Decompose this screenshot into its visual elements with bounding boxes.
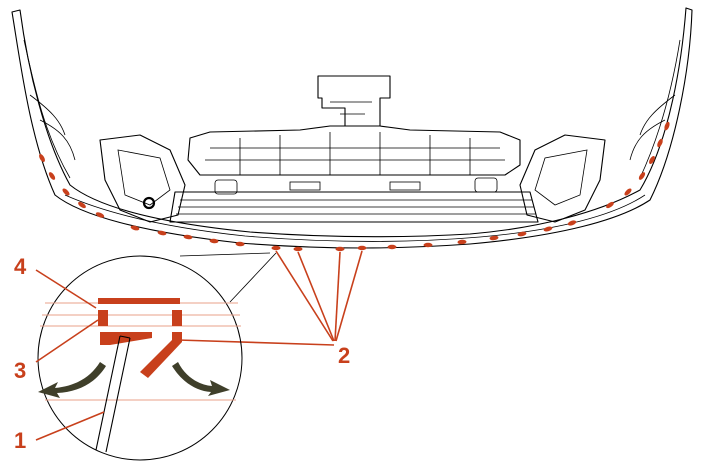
clip-marker [95, 212, 105, 218]
clip-marker [387, 244, 397, 250]
leader-lines [35, 269, 105, 441]
bumper-cover [11, 7, 693, 249]
clip-right-leg [172, 310, 182, 326]
mount-hole [142, 196, 156, 210]
clip-marker [517, 231, 527, 237]
clip-marker [48, 172, 56, 180]
clip-marker [357, 245, 367, 251]
clip-marker [657, 138, 663, 148]
clip-marker [624, 188, 632, 196]
clip-markers [39, 121, 670, 252]
clip-marker [649, 155, 655, 165]
clip-left-leg [98, 310, 108, 326]
callout-3: 3 [14, 358, 26, 383]
clip-left-hook [100, 332, 152, 345]
clip-marker [638, 172, 646, 180]
clip-marker [335, 246, 345, 252]
clip-right-hook [140, 332, 182, 378]
callout-4: 4 [14, 254, 27, 279]
clip-marker [62, 188, 70, 196]
callout-2: 2 [338, 343, 350, 368]
clip-marker [183, 234, 193, 240]
release-arrow-right [172, 362, 230, 396]
clip-marker [209, 238, 219, 244]
clip-top-bar [98, 298, 180, 304]
clip-marker [489, 235, 499, 241]
clip-marker [130, 225, 140, 231]
clip-marker [423, 242, 433, 248]
clip-marker [457, 239, 467, 245]
clip-marker [271, 245, 281, 251]
clip-marker [606, 201, 614, 209]
clip-marker [293, 246, 303, 252]
clip-marker [78, 201, 86, 209]
magnified-detail [37, 252, 277, 461]
clip-marker [157, 230, 167, 236]
magnifier-circle [37, 255, 243, 461]
clip-marker [664, 121, 670, 131]
leader-lines-2 [177, 250, 363, 346]
clip-marker [235, 241, 245, 247]
clip-marker [39, 153, 45, 163]
clip-marker [567, 220, 577, 226]
callout-1: 1 [14, 428, 26, 453]
clip-marker [543, 226, 553, 232]
release-arrow-left [38, 362, 106, 398]
